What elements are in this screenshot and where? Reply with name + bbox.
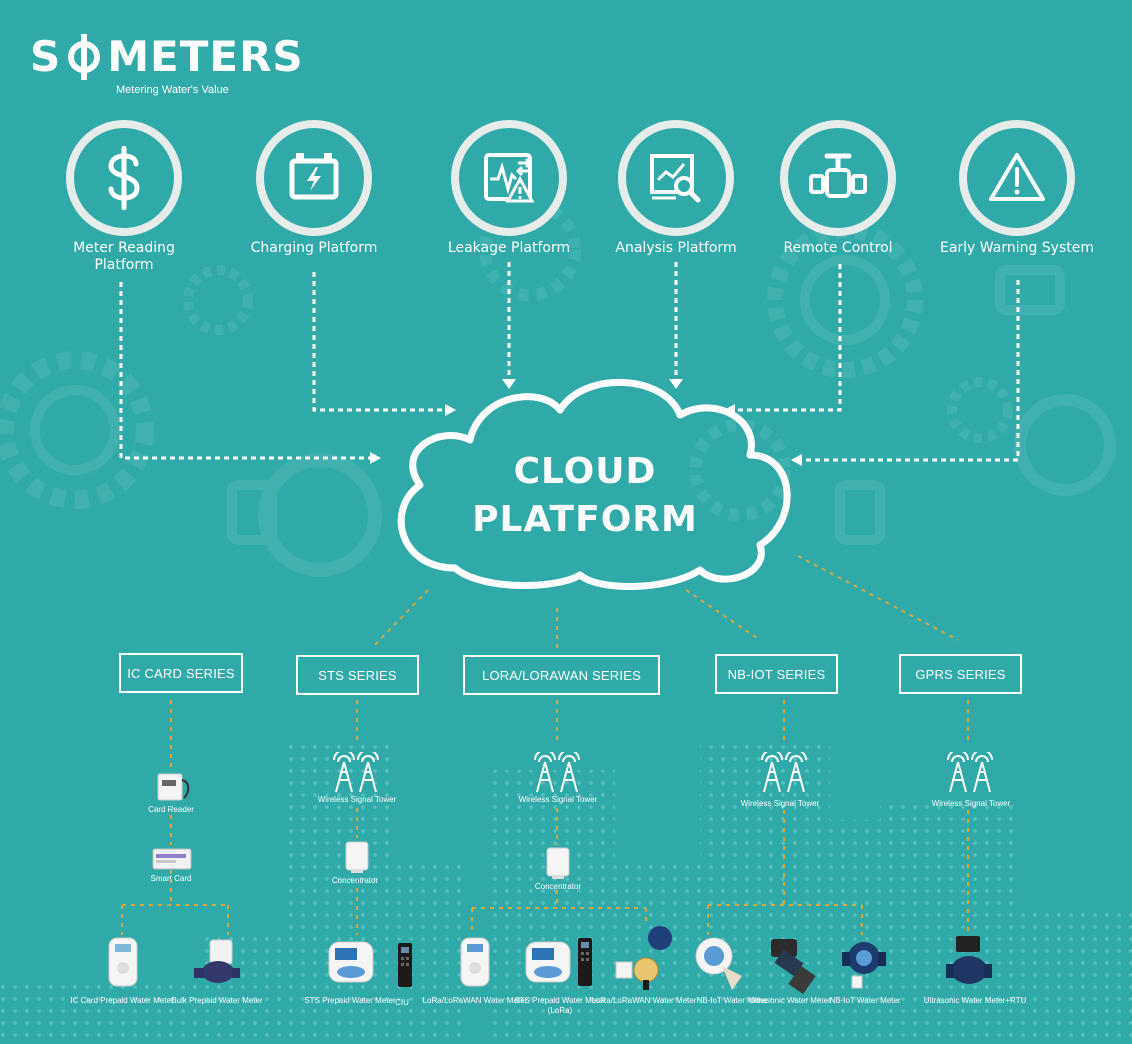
signal-tower-icon	[333, 752, 379, 793]
series-sts: STS SERIES	[296, 655, 419, 695]
caption-lora-meter-2: LoRa/LoRaWAN Water Meter	[591, 996, 697, 1005]
signal-tower-icon	[947, 752, 993, 793]
series-links	[121, 555, 969, 935]
chart-magnifier-icon	[650, 154, 701, 203]
platform-label: Analysis Platform	[615, 240, 737, 256]
battery-charge-icon	[289, 153, 339, 200]
platform-label: Remote Control	[783, 240, 893, 256]
ciu-icon	[398, 943, 412, 987]
lora-meter-2-icon	[615, 926, 672, 990]
brand-logo: S METERS Metering Water's Value	[30, 32, 304, 96]
platform-circle	[959, 120, 1075, 236]
signal-tower-icon	[761, 752, 807, 793]
ic-prepaid-meter-icon	[108, 937, 138, 987]
ultrasonic-meter-icon	[771, 939, 816, 995]
sts-prepaid-meter-icon	[328, 941, 374, 983]
caption-concentrator: Concentrator	[331, 876, 379, 885]
caption-nbiot-meter-2: NB-IoT Water Meter	[829, 996, 901, 1005]
card-reader-icon	[157, 773, 190, 801]
sts-lora-meter-icon	[525, 941, 571, 983]
nbiot-meter-2-icon	[842, 942, 886, 989]
platform-meter-reading: Meter Reading Platform	[44, 120, 204, 274]
caption-tower: Wireless Signal Tower	[931, 799, 1011, 808]
caption-nbiot-meter: NB-IoT Water Meter	[696, 996, 768, 1005]
caption-ic-prepaid-meter: IC Card Prepaid Water Meter	[70, 996, 174, 1005]
platform-label: Charging Platform	[250, 240, 378, 256]
logo-text-right: METERS	[107, 32, 304, 81]
dollar-icon	[108, 146, 140, 210]
lora-meter-icon	[460, 937, 490, 987]
caption-ciu: CIU	[395, 998, 409, 1007]
platform-charging: Charging Platform	[234, 120, 394, 257]
platform-early-warning: Early Warning System	[937, 120, 1097, 257]
concentrator-icon	[546, 847, 570, 879]
caption-ultrasonic-rtu: Ultrasonic Water Meter+RTU	[923, 996, 1027, 1005]
caption-lora-meter: LoRa/LoRaWAN Water Meter	[422, 996, 528, 1005]
warning-triangle-icon	[989, 153, 1045, 201]
platform-label: Early Warning System	[939, 240, 1095, 256]
caption-concentrator: Concentrator	[534, 882, 582, 891]
ultrasonic-rtu-meter-icon	[946, 936, 992, 984]
valve-icon	[809, 153, 867, 198]
platform-label: Leakage Platform	[447, 240, 571, 256]
bulk-prepaid-meter-icon	[194, 939, 240, 983]
leak-warning-icon	[484, 153, 535, 203]
nbiot-meter-icon	[695, 937, 742, 990]
ciu-icon	[578, 938, 592, 986]
platform-analysis: Analysis Platform	[596, 120, 756, 257]
caption-sts-prepaid-meter: STS Prepaid Water Meter	[304, 996, 396, 1005]
caption-tower: Wireless Signal Tower	[740, 799, 820, 808]
platform-circle	[256, 120, 372, 236]
caption-tower: Wireless Signal Tower	[518, 795, 598, 804]
platform-circle	[618, 120, 734, 236]
series-lora: LORA/LORAWAN SERIES	[463, 655, 660, 695]
caption-tower: Wireless Signal Tower	[317, 795, 397, 804]
caption-card-reader: Card Reader	[148, 805, 194, 814]
logo-text-left: S	[30, 32, 62, 81]
platform-remote-control: Remote Control	[758, 120, 918, 257]
gear-background-decoration	[0, 199, 1116, 577]
caption-bulk-prepaid-meter: Bulk Prepaid Water Meter	[171, 996, 263, 1005]
series-ic-card: IC CARD SERIES	[119, 653, 243, 693]
cloud-title-line1: CLOUD	[513, 451, 657, 492]
series-nbiot: NB-IOT SERIES	[715, 654, 838, 694]
platform-circle	[451, 120, 567, 236]
concentrator-icon	[345, 841, 369, 873]
cloud-shape	[397, 379, 791, 590]
signal-tower-icon	[534, 752, 580, 793]
platform-leakage: Leakage Platform	[429, 120, 589, 257]
platform-circle	[66, 120, 182, 236]
smart-card-icon	[152, 848, 192, 870]
platform-links	[119, 262, 1020, 462]
logo-meter-icon	[67, 34, 101, 80]
caption-smart-card: Smart Card	[150, 874, 192, 883]
caption-sts-lora-meter: STS Prepaid Water Meter (LoRa)	[514, 996, 606, 1015]
series-gprs: GPRS SERIES	[899, 654, 1022, 694]
caption-ultrasonic: Ultrasonic Water Meter	[749, 996, 831, 1005]
platform-label: Meter Reading Platform	[73, 240, 175, 273]
logo-tagline: Metering Water's Value	[116, 84, 229, 96]
cloud-title-line2: PLATFORM	[472, 499, 698, 540]
platform-circle	[780, 120, 896, 236]
cloud-platform-title: CLOUD PLATFORM	[430, 448, 740, 544]
